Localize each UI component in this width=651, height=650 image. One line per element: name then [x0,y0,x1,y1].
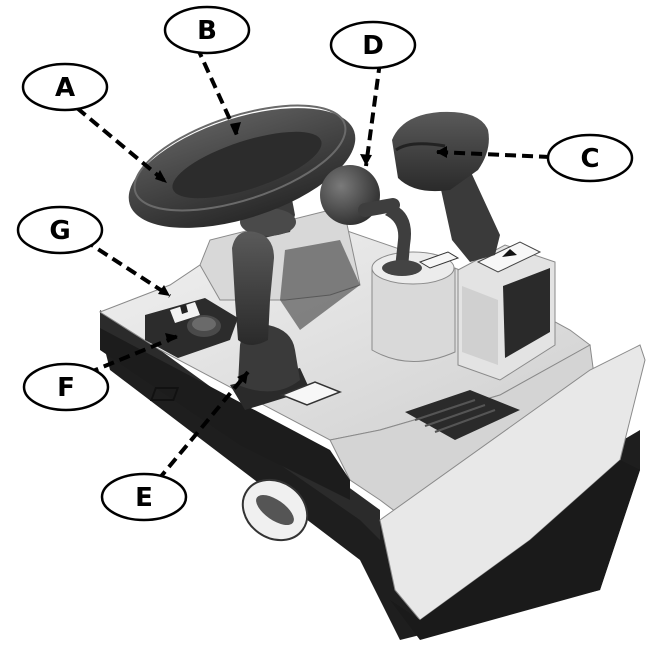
svg-text:G: G [49,216,70,246]
callout-a: A [23,64,107,110]
svg-text:D: D [362,31,384,61]
svg-text:A: A [55,73,75,103]
callout-e: E [102,474,186,520]
leader-line-d [366,62,380,166]
callout-b: B [165,7,249,53]
svg-text:C: C [580,144,599,174]
callout-d: D [331,22,415,68]
leader-line-g [84,240,170,296]
svg-text:B: B [197,16,217,46]
svg-text:E: E [135,483,153,513]
callout-f: F [24,364,108,410]
callout-g: G [18,207,102,253]
callout-c: C [548,135,632,181]
svg-text:F: F [57,373,75,403]
